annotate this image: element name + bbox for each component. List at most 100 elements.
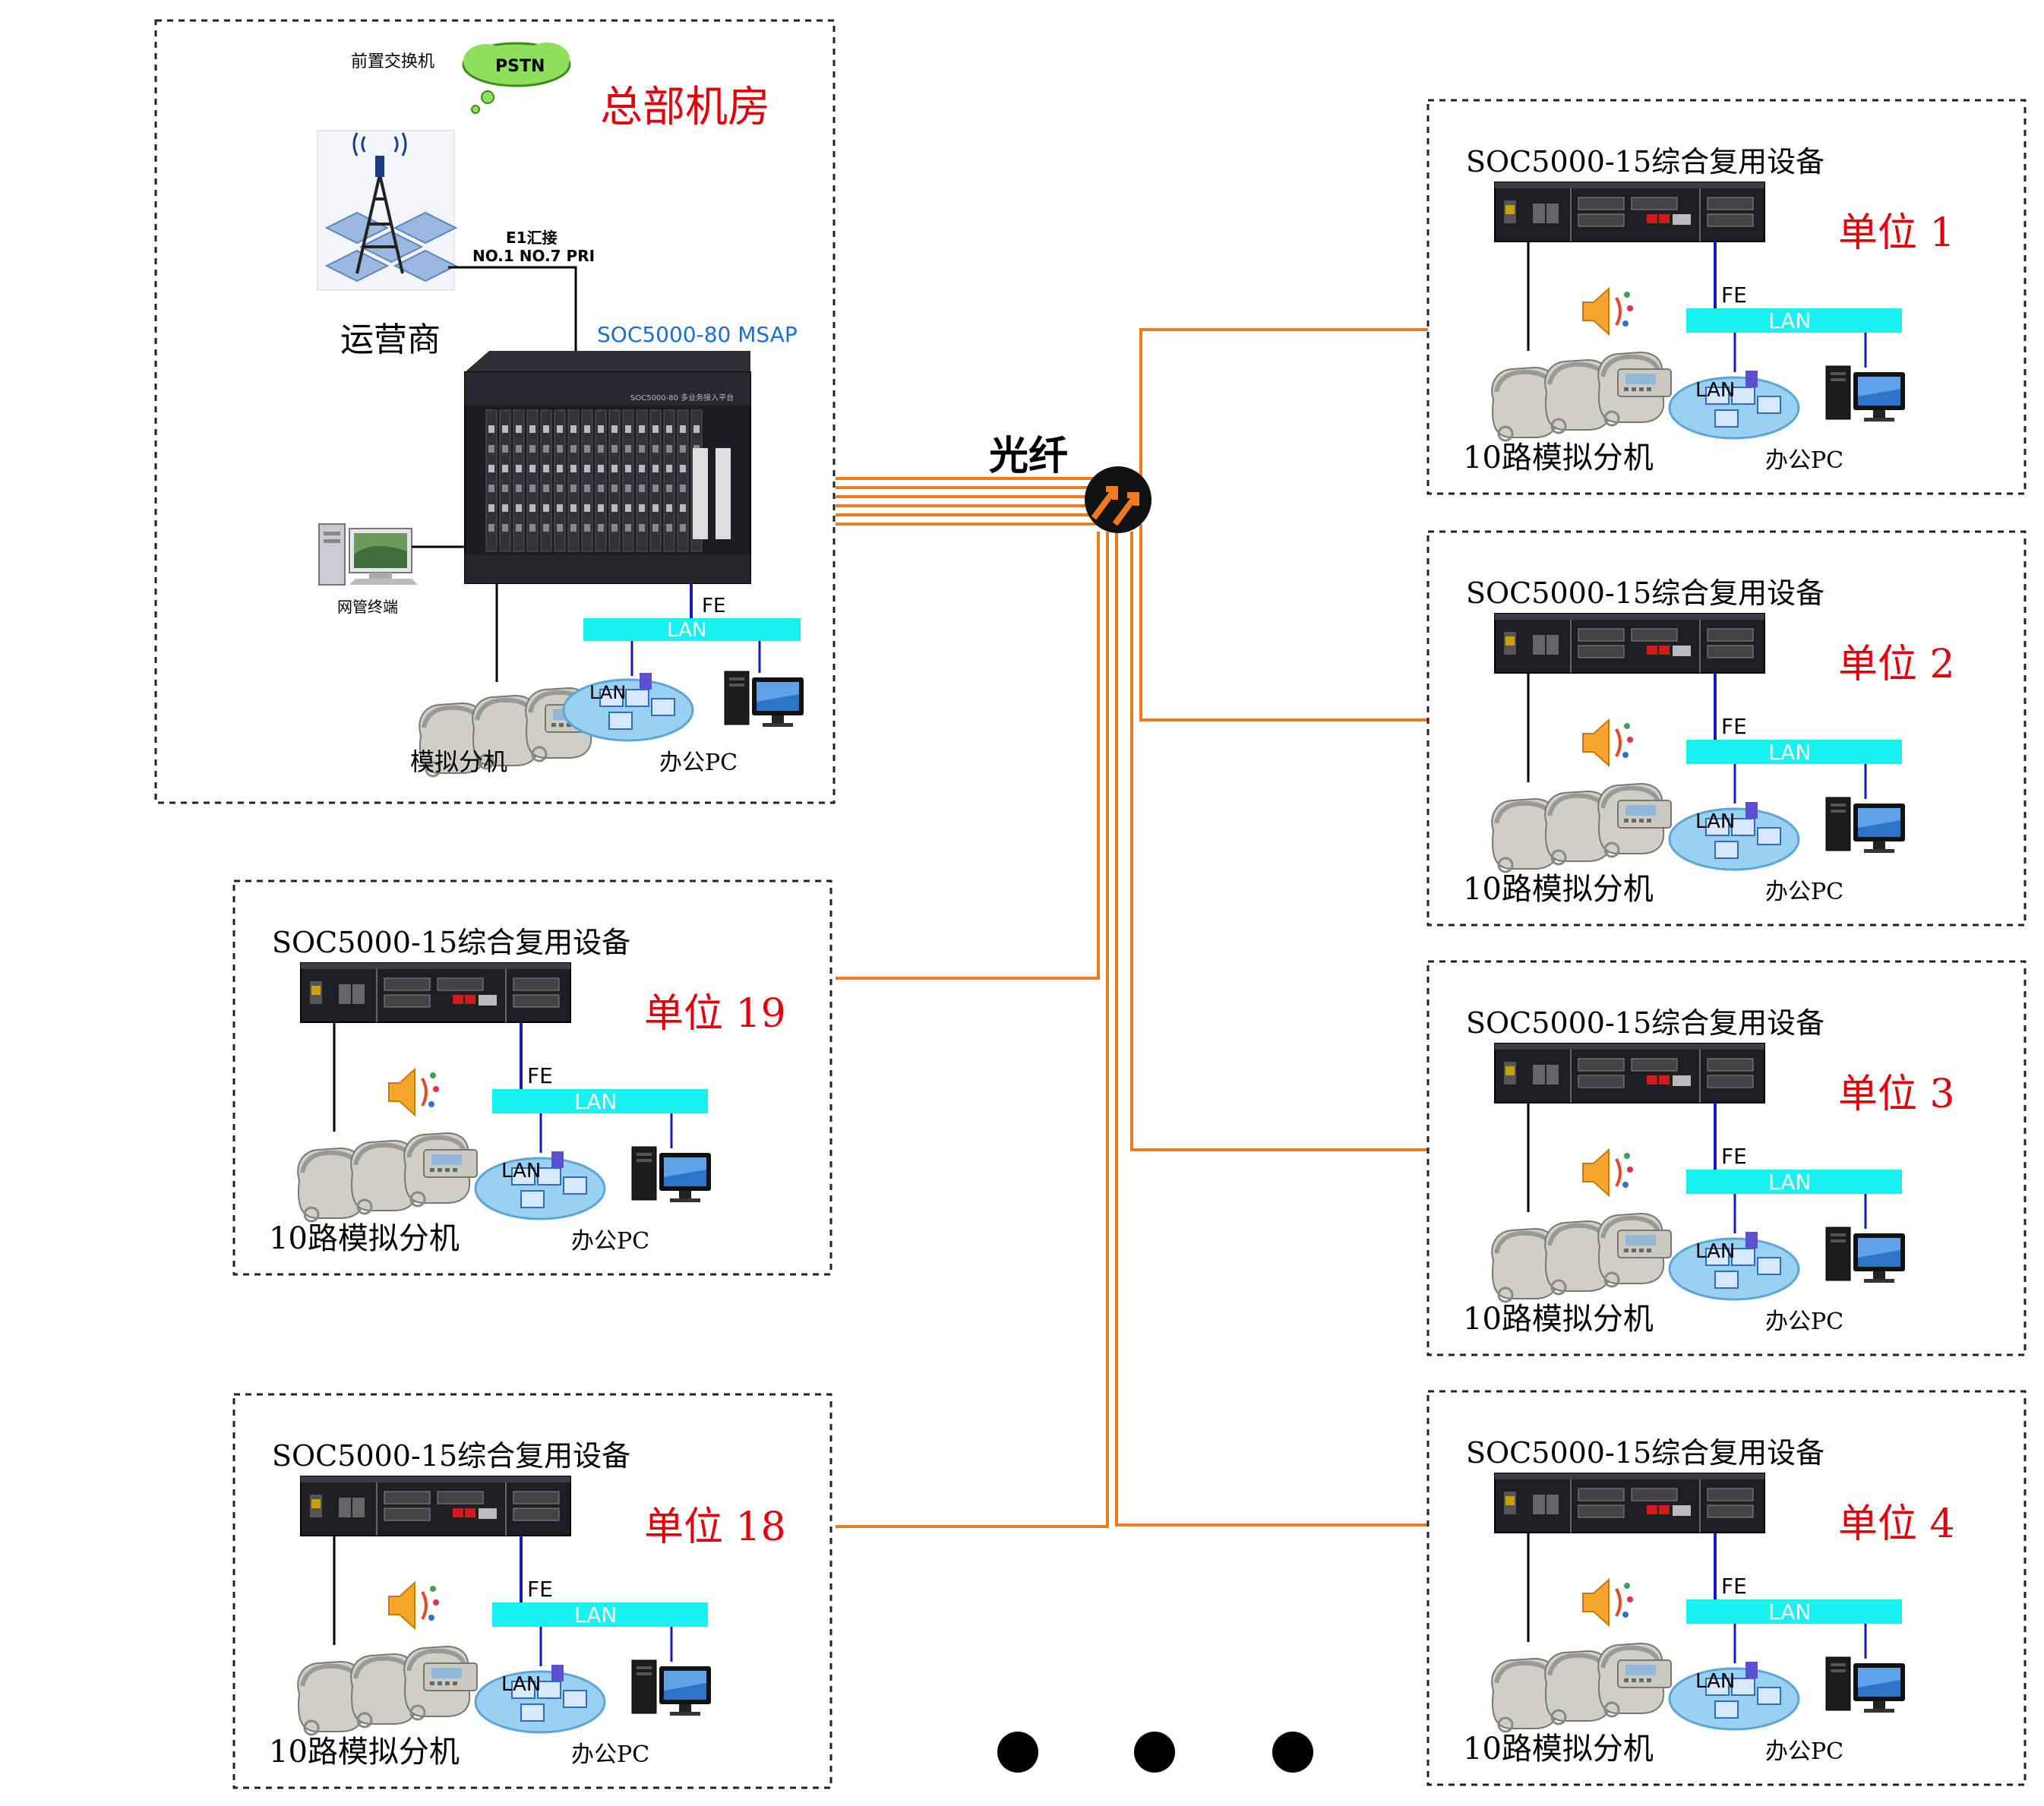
unit-pc-label: 办公PC bbox=[571, 1741, 649, 1768]
hq-fe-label: FE bbox=[702, 595, 725, 617]
speaker-icon bbox=[387, 1068, 441, 1116]
unit-box bbox=[1426, 1390, 2027, 1786]
unit-box bbox=[232, 879, 832, 1276]
lan-bar-label: LAN bbox=[1768, 1599, 1811, 1624]
speaker-icon bbox=[1581, 1578, 1635, 1627]
hq-lan-bar bbox=[583, 618, 801, 641]
unit-device-label: SOC5000-15综合复用设备 bbox=[272, 1439, 630, 1473]
lan-cloud-label: LAN bbox=[1695, 379, 1735, 402]
hq-phone-label: 模拟分机 bbox=[410, 747, 507, 776]
lan-cloud-label: LAN bbox=[1695, 810, 1735, 833]
pc-icon bbox=[1825, 797, 1906, 854]
lan-bar-label: LAN bbox=[574, 1089, 617, 1114]
unit-box bbox=[1426, 960, 2027, 1356]
fiber-label: 光纤 bbox=[989, 434, 1068, 479]
lan-cloud-label: LAN bbox=[501, 1160, 541, 1182]
hq-pc-label: 办公PC bbox=[659, 750, 738, 776]
soc5000-15-device-icon bbox=[1494, 1473, 1765, 1533]
hq-pc-icon bbox=[724, 671, 804, 728]
unit-pc-label: 办公PC bbox=[1765, 1738, 1843, 1765]
pc-icon bbox=[1825, 1656, 1906, 1713]
unit-name: 单位 1 bbox=[1838, 210, 1955, 256]
lan-bar-label: LAN bbox=[1768, 1170, 1811, 1195]
soc5000-15-device-icon bbox=[300, 1476, 571, 1536]
soc5000-15-device-icon bbox=[1494, 182, 1765, 242]
unit-device-label: SOC5000-15综合复用设备 bbox=[1466, 1436, 1824, 1470]
telephone-icon bbox=[298, 1647, 477, 1735]
unit-device-label: SOC5000-15综合复用设备 bbox=[1466, 576, 1824, 610]
lan-bar-label: LAN bbox=[574, 1602, 617, 1628]
nms-label: 网管终端 bbox=[337, 598, 398, 616]
unit-name: 单位 2 bbox=[1838, 642, 1955, 687]
more-units-ellipsis bbox=[997, 1732, 1313, 1773]
fe-label: FE bbox=[1721, 1144, 1747, 1169]
unit-box bbox=[1426, 530, 2027, 927]
fe-label: FE bbox=[527, 1063, 553, 1088]
unit-name: 单位 3 bbox=[1838, 1072, 1955, 1117]
telephone-icon bbox=[1492, 1214, 1671, 1302]
telephone-icon bbox=[298, 1133, 477, 1221]
e1-link-line bbox=[448, 266, 577, 351]
pstn-label: PSTN bbox=[495, 57, 545, 76]
soc5000-15-device-icon bbox=[1494, 613, 1765, 674]
speaker-icon bbox=[1581, 1148, 1635, 1197]
unit-phone-label: 10路模拟分机 bbox=[269, 1735, 460, 1770]
fiber-hub-icon bbox=[1085, 466, 1152, 533]
unit-pc-label: 办公PC bbox=[1765, 447, 1843, 474]
unit-name: 单位 19 bbox=[644, 991, 786, 1037]
hq-lan-cloud-label: LAN bbox=[589, 682, 626, 703]
speaker-icon bbox=[1581, 287, 1635, 336]
unit-name: 单位 18 bbox=[644, 1504, 786, 1550]
lan-bar bbox=[1686, 740, 1902, 764]
fe-label: FE bbox=[1721, 283, 1747, 308]
carrier-label: 运营商 bbox=[340, 320, 441, 359]
unit-name: 单位 4 bbox=[1838, 1501, 1955, 1547]
unit-pc-label: 办公PC bbox=[1765, 879, 1843, 905]
unit-phone-label: 10路模拟分机 bbox=[1463, 872, 1654, 907]
lan-bar bbox=[1686, 1170, 1902, 1194]
lan-bar bbox=[492, 1089, 708, 1113]
lan-bar bbox=[1686, 1599, 1902, 1624]
telephone-icon bbox=[1492, 1643, 1671, 1732]
unit-pc-label: 办公PC bbox=[571, 1228, 649, 1255]
msap-chassis-icon bbox=[464, 351, 751, 584]
speaker-icon bbox=[387, 1581, 441, 1630]
unit-box bbox=[1426, 99, 2027, 495]
unit-phone-label: 10路模拟分机 bbox=[1463, 1732, 1654, 1767]
hq-lan-cloud-icon bbox=[562, 671, 694, 742]
fe-label: FE bbox=[1721, 1574, 1747, 1599]
lan-bar-label: LAN bbox=[1768, 740, 1811, 765]
nms-terminal-icon bbox=[318, 523, 418, 586]
unit-phone-label: 10路模拟分机 bbox=[269, 1221, 460, 1256]
e1-label-line2: NO.1 NO.7 PRI bbox=[472, 247, 595, 265]
msap-label: SOC5000-80 MSAP bbox=[597, 322, 798, 347]
unit-device-label: SOC5000-15综合复用设备 bbox=[272, 926, 630, 959]
fe-label: FE bbox=[1721, 714, 1747, 739]
e1-label-line1: E1汇接 bbox=[506, 229, 558, 247]
lan-bar-label: LAN bbox=[1768, 308, 1811, 333]
lan-cloud-label: LAN bbox=[1695, 1240, 1735, 1263]
unit-device-label: SOC5000-15综合复用设备 bbox=[1466, 145, 1824, 178]
front-switch-label: 前置交换机 bbox=[351, 52, 434, 71]
unit-pc-label: 办公PC bbox=[1765, 1309, 1843, 1335]
lan-bar bbox=[492, 1602, 708, 1627]
unit-device-label: SOC5000-15综合复用设备 bbox=[1466, 1006, 1824, 1040]
pc-icon bbox=[1825, 1227, 1906, 1283]
telephone-icon bbox=[1492, 352, 1671, 440]
msap-power-module bbox=[716, 448, 731, 539]
pc-icon bbox=[631, 1659, 712, 1716]
msap-power-module bbox=[693, 448, 708, 539]
telephone-icon bbox=[1492, 784, 1671, 872]
msap-panel-text: SOC5000-80 多业务接入平台 bbox=[630, 393, 734, 403]
lan-cloud-label: LAN bbox=[1695, 1670, 1735, 1693]
carrier-tower-icon bbox=[317, 130, 458, 291]
pc-icon bbox=[1825, 365, 1906, 422]
hq-lan-bar-label: LAN bbox=[667, 619, 706, 642]
